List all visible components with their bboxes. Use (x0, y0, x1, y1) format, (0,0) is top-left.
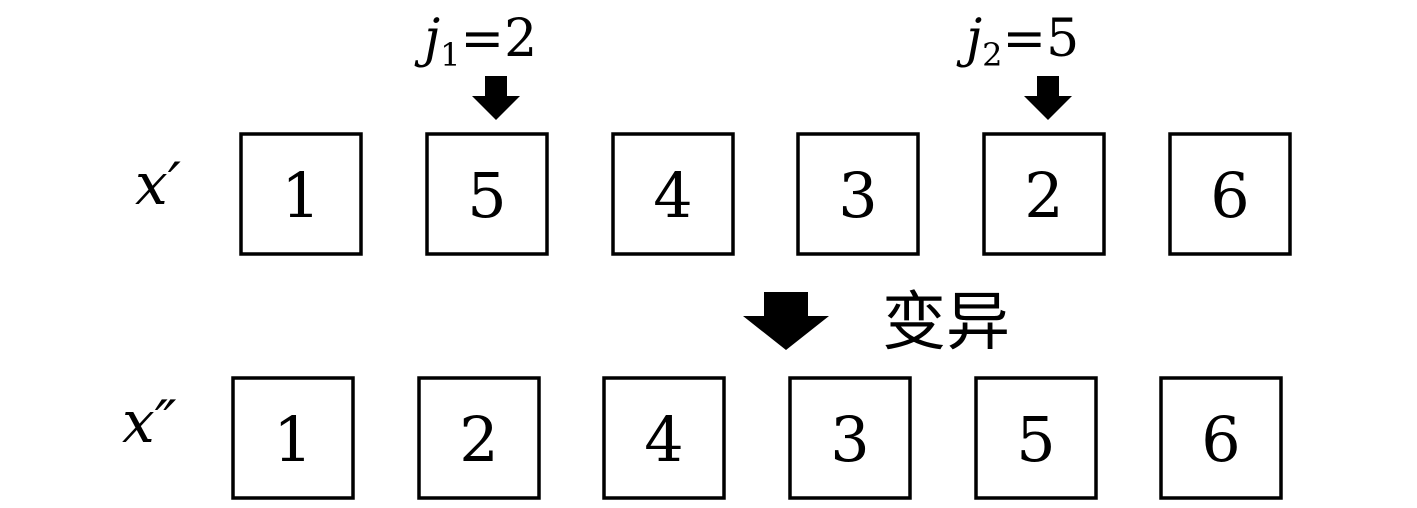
cell-value: 5 (467, 159, 506, 232)
cell: 1 (231, 376, 355, 500)
cell: 1 (239, 132, 363, 256)
down-arrow-icon (472, 76, 520, 120)
transition-arrow-icon (743, 292, 829, 350)
index-var-2: j (956, 9, 982, 69)
cell: 2 (982, 132, 1106, 256)
cell-value: 4 (644, 403, 683, 476)
cell: 6 (1159, 376, 1283, 500)
cell-value: 4 (653, 159, 692, 232)
cell: 2 (417, 376, 541, 500)
cell: 6 (1168, 132, 1292, 256)
cell-value: 5 (1016, 403, 1055, 476)
index-sub-1: 1 (440, 36, 460, 74)
cell: 4 (611, 132, 735, 256)
index-sub-2: 2 (982, 36, 1002, 74)
operation-label: 变异 (882, 286, 1010, 360)
cell-value: 3 (830, 403, 869, 476)
row-2-cells: 1 2 4 3 5 6 (231, 376, 1283, 500)
cell-value: 6 (1201, 403, 1240, 476)
index-value-1: 2 (504, 9, 537, 69)
index-value-2: 5 (1046, 9, 1079, 69)
row-label-x-prime: x′ (135, 150, 181, 218)
cell: 5 (425, 132, 549, 256)
index-eq-2: = (1002, 9, 1046, 69)
cell: 3 (796, 132, 920, 256)
cell-value: 2 (459, 403, 498, 476)
down-arrow-icon (1024, 76, 1072, 120)
cell-value: 6 (1210, 159, 1249, 232)
cell-value: 2 (1024, 159, 1063, 232)
row-label-x-double-prime: x″ (122, 388, 177, 456)
index-label-2: j2=5 (956, 9, 1079, 74)
cell: 3 (788, 376, 912, 500)
row-1-cells: 1 5 4 3 2 6 (239, 132, 1292, 256)
cell: 5 (974, 376, 1098, 500)
index-var-1: j (414, 9, 440, 69)
cell: 4 (602, 376, 726, 500)
cell-value: 3 (838, 159, 877, 232)
index-label-1: j1=2 (414, 9, 537, 74)
index-eq-1: = (460, 9, 504, 69)
cell-value: 1 (281, 159, 320, 232)
cell-value: 1 (273, 403, 312, 476)
